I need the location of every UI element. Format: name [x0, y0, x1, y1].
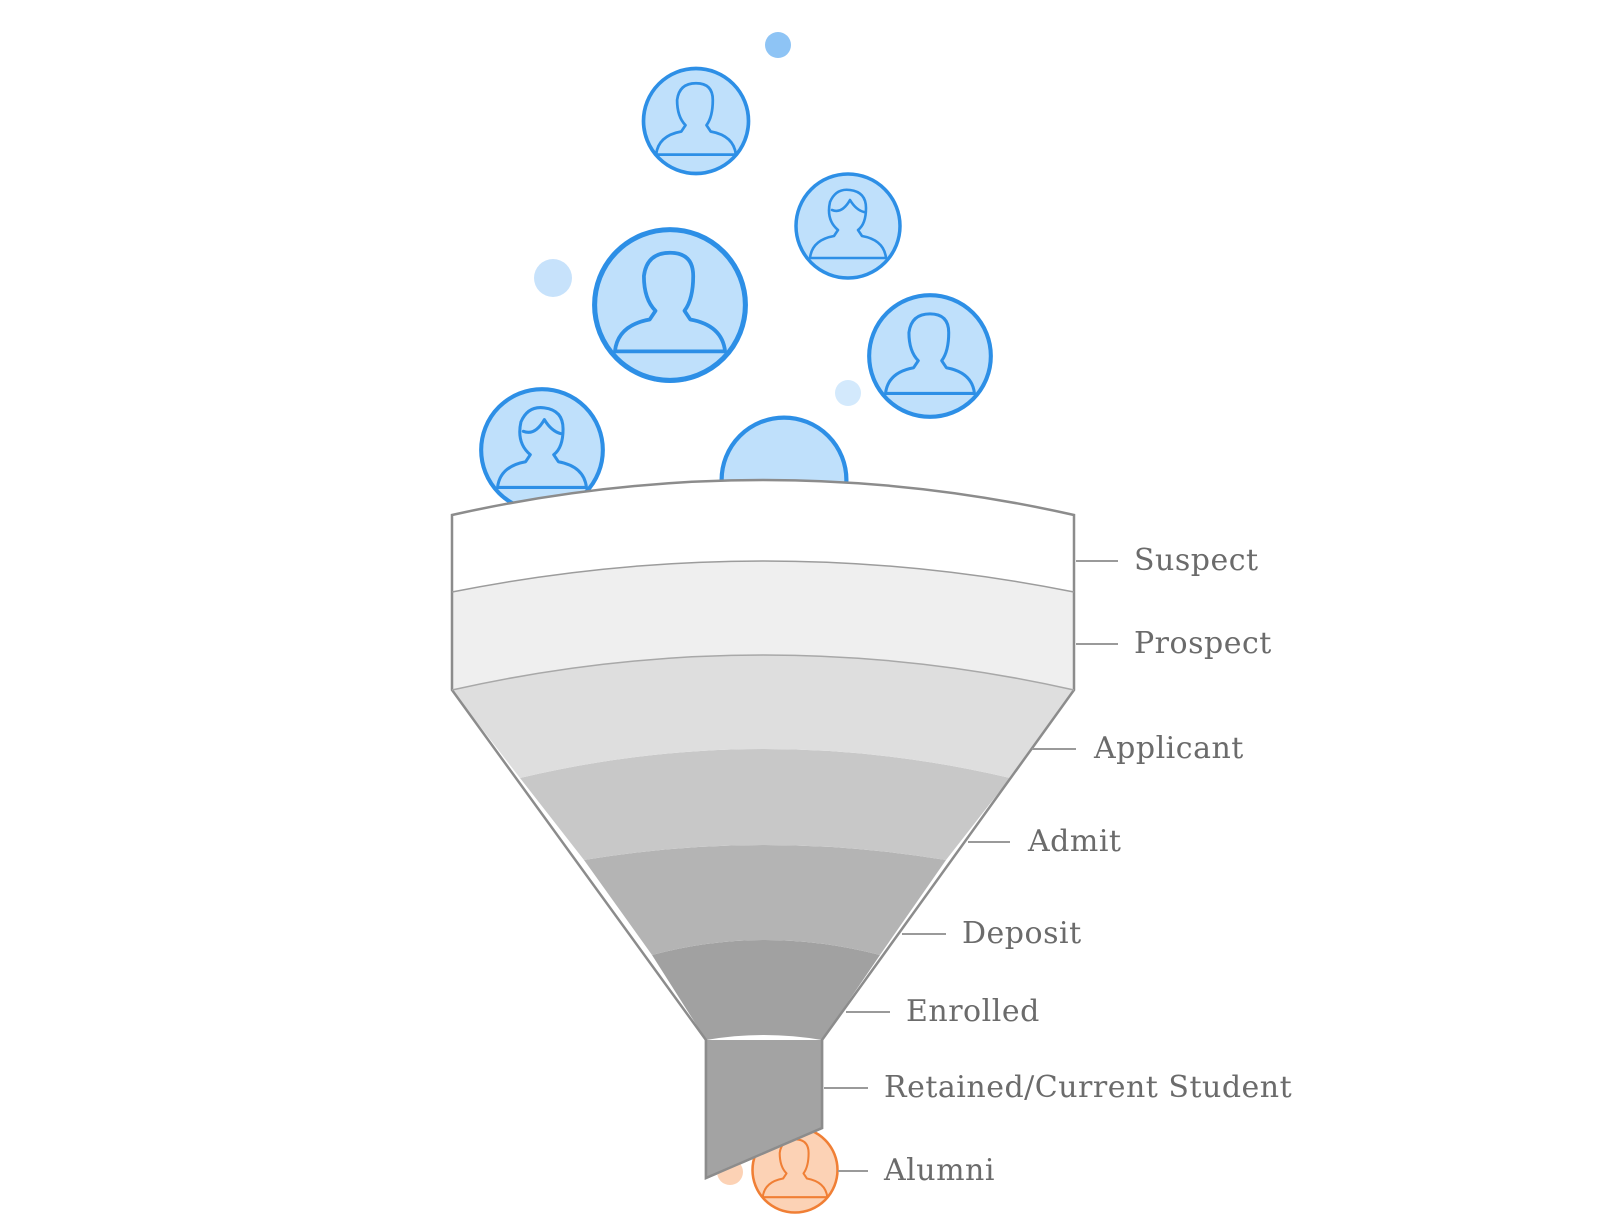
stage-label-retained: Retained/Current Student [884, 1070, 1292, 1105]
stage-label-suspect: Suspect [1134, 543, 1259, 578]
stage-label-prospect: Prospect [1134, 626, 1272, 661]
funnel-outline [450, 478, 1076, 1180]
funnel-band-applicant [452, 655, 1074, 778]
band-divider [451, 560, 1075, 593]
decorative-dot [835, 380, 861, 406]
person-icon [641, 66, 751, 176]
stage-label-applicant: Applicant [1093, 731, 1244, 766]
stage-label-deposit: Deposit [962, 916, 1082, 951]
funnel-band-admit [520, 749, 1010, 860]
funnel-band-suspect [452, 480, 1074, 592]
funnel-band-enrolled [652, 940, 880, 1040]
decorative-dot [534, 259, 572, 297]
stage-label-admit: Admit [1027, 824, 1121, 859]
person-icon [592, 227, 748, 383]
person-icon [794, 172, 902, 280]
person-icon [479, 387, 605, 513]
funnel-band-prospect [452, 561, 1074, 690]
person-icon [867, 293, 993, 419]
band-divider [451, 654, 1075, 691]
funnel-spout-outline [704, 1040, 824, 1180]
stage-label-alumni: Alumni [883, 1153, 995, 1188]
decorative-dot [765, 32, 791, 58]
stage-label-enrolled: Enrolled [906, 994, 1040, 1029]
funnel-band-deposit [584, 845, 946, 955]
funnel-spout [706, 1040, 822, 1178]
